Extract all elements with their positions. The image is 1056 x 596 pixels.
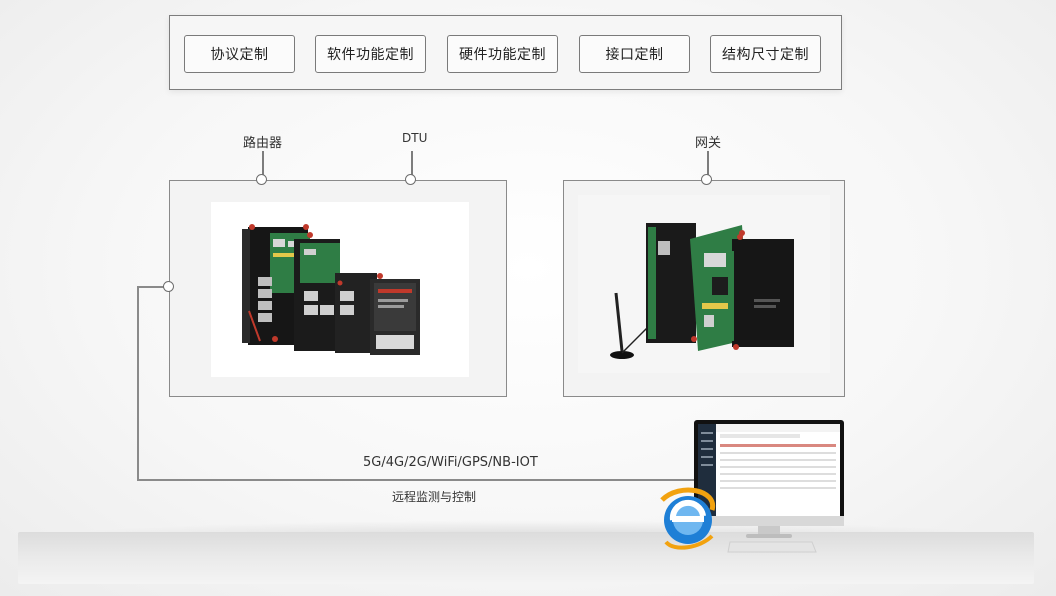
gateway-frame: [563, 180, 845, 397]
router-node: [256, 174, 267, 185]
dtu-label: DTU: [402, 131, 428, 145]
gateway-devices-illustration: [610, 223, 794, 359]
router-device-2: [294, 232, 340, 351]
monitor-illustration: [660, 420, 844, 553]
gateway-label: 网关: [695, 136, 722, 151]
hardware-customization-button[interactable]: 硬件功能定制: [447, 35, 558, 73]
remote-link-vertical-line: [137, 286, 139, 480]
router-connector-line: [262, 151, 264, 175]
gateway-connector-line: [707, 151, 709, 175]
floor-stage: [18, 532, 1034, 584]
protocol-customization-button[interactable]: 协议定制: [184, 35, 295, 73]
router-dtu-frame: [169, 180, 507, 397]
dtu-node: [405, 174, 416, 185]
remote-link-bottom-line: [137, 479, 727, 481]
router-label: 路由器: [243, 136, 283, 151]
internet-explorer-icon: [660, 487, 716, 550]
router-dtu-devices-illustration: [242, 224, 420, 355]
remote-monitoring-label: 远程监测与控制: [392, 490, 477, 504]
interface-customization-button[interactable]: 接口定制: [579, 35, 690, 73]
network-protocols-label: 5G/4G/2G/WiFi/GPS/NB-IOT: [363, 455, 538, 470]
structure-customization-button[interactable]: 结构尺寸定制: [710, 35, 821, 73]
customization-panel: 协议定制 软件功能定制 硬件功能定制 接口定制 结构尺寸定制: [169, 15, 842, 90]
dtu-connector-line: [411, 151, 413, 175]
gateway-node: [701, 174, 712, 185]
software-customization-button[interactable]: 软件功能定制: [315, 35, 426, 73]
monitor: [694, 420, 844, 553]
remote-link-node: [163, 281, 174, 292]
gateway-device-back: [646, 223, 696, 343]
gateway-device-front: [728, 234, 794, 350]
antenna: [610, 292, 653, 359]
dtu-small-device: [370, 273, 420, 355]
remote-link-top-line: [138, 286, 166, 288]
